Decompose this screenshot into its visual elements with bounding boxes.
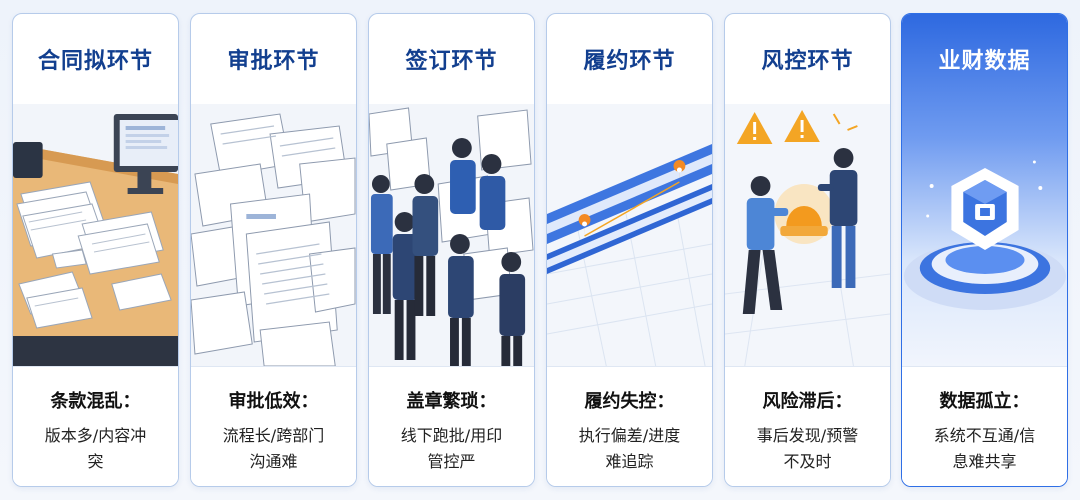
stage-problem: 履约失控：: [584, 391, 675, 412]
stage-description: 执行偏差/进度难追踪: [578, 426, 681, 471]
stage-card-fulfillment: 履约环节: [546, 13, 713, 487]
businessman-icon: [370, 175, 393, 314]
stage-cards-row: 合同拟环节: [12, 13, 1068, 487]
stage-description: 事后发现/预警不及时: [756, 426, 859, 471]
stage-description: 流程长/跨部门沟通难: [222, 426, 325, 471]
stage-problem: 条款混乱：: [50, 391, 141, 412]
warning-triangle-icon: [736, 112, 773, 144]
stage-card-approval: 审批环节: [190, 13, 357, 487]
stage-title: 签订环节: [405, 49, 498, 74]
stage-header: 业财数据: [902, 14, 1067, 104]
stage-card-business-finance-data: 业财数据 数据孤立：: [901, 13, 1068, 487]
messy-desk-illustration: [13, 104, 178, 366]
stage-problem: 盖章繁琐：: [406, 391, 497, 412]
location-pin-icon: [578, 214, 591, 240]
stage-footer: 风险滞后： 事后发现/预警不及时: [725, 366, 890, 486]
stage-description: 版本多/内容冲突: [44, 426, 147, 471]
stage-title: 履约环节: [583, 49, 676, 74]
stage-header: 风控环节: [725, 14, 890, 104]
paper-stack-icon: [191, 113, 356, 366]
stage-card-drafting: 合同拟环节: [12, 13, 179, 487]
stage-footer: 条款混乱： 版本多/内容冲突: [13, 366, 178, 486]
businessman-icon: [817, 148, 858, 288]
stage-footer: 盖章繁琐： 线下跑批/用印管控严: [369, 366, 534, 486]
stage-problem: 数据孤立：: [939, 391, 1030, 412]
timeline-track-illustration: [547, 104, 712, 366]
stage-problem: 风险滞后：: [762, 391, 853, 412]
warning-triangle-icon: [784, 110, 820, 142]
stage-footer: 审批低效： 流程长/跨部门沟通难: [191, 366, 356, 486]
stage-card-risk-control: 风控环节: [724, 13, 891, 487]
stage-card-signing: 签订环节: [368, 13, 535, 487]
businessman-icon: [742, 176, 789, 314]
stage-problem: 审批低效：: [228, 391, 319, 412]
data-platform-illustration: [902, 104, 1067, 366]
stage-description: 系统不互通/信息难共享: [933, 426, 1036, 471]
stage-title: 审批环节: [227, 49, 320, 74]
alarm-illustration: [725, 104, 890, 366]
computer-monitor-icon: [113, 114, 178, 194]
data-cube-icon: [951, 168, 1019, 250]
stage-footer: 数据孤立： 系统不互通/信息难共享: [902, 366, 1067, 486]
stage-title: 风控环节: [761, 49, 854, 74]
stage-header: 审批环节: [191, 14, 356, 104]
paper-pile-illustration: [191, 104, 356, 366]
stage-header: 合同拟环节: [13, 14, 178, 104]
stage-footer: 履约失控： 执行偏差/进度难追踪: [547, 366, 712, 486]
alarm-light-icon: [774, 184, 834, 244]
stage-title: 业财数据: [938, 49, 1031, 74]
crowd-illustration: [369, 104, 534, 366]
stage-header: 履约环节: [547, 14, 712, 104]
stage-title: 合同拟环节: [37, 49, 153, 74]
location-pin-icon: [673, 160, 686, 186]
stage-description: 线下跑批/用印管控严: [400, 426, 503, 471]
stage-header: 签订环节: [369, 14, 534, 104]
